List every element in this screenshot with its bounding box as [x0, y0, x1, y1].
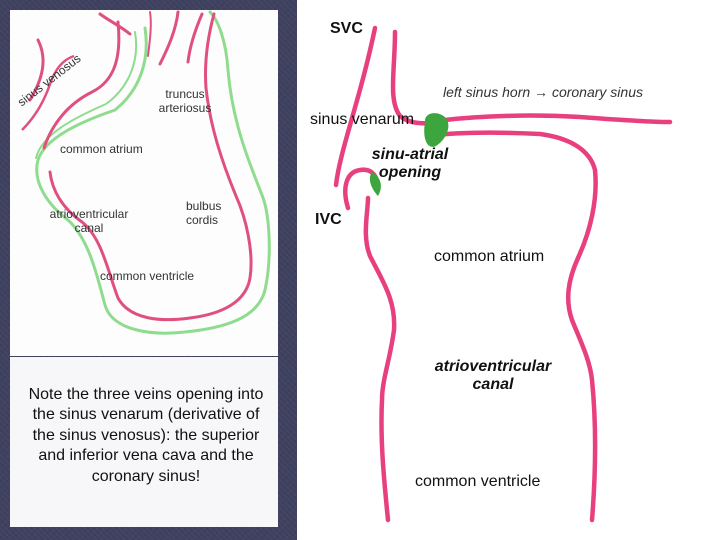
left-label-common-atrium: common atrium — [60, 142, 143, 156]
right-label-sinu-atrial-line2: opening — [378, 164, 442, 182]
left-diagram-panel — [10, 10, 278, 356]
right-label-av-line2: canal — [472, 376, 514, 394]
right-label-left-sinus-horn: left sinus horn → coronary sinus — [443, 84, 643, 100]
left-label-common-ventricle: common ventricle — [100, 269, 195, 283]
right-label-svc: SVC — [330, 20, 363, 37]
left-label-bulbus-cordis: bulbus cordis — [186, 199, 222, 228]
left-label-av-line1: atrioventricular — [49, 207, 129, 221]
right-label-ivc: IVC — [315, 211, 342, 228]
left-label-atrioventricular-canal: atrioventricular canal — [34, 207, 144, 236]
right-label-sinu-atrial-line1: sinu-atrial — [371, 146, 449, 163]
left-label-av-line2: canal — [74, 220, 104, 235]
left-label-truncus-line1: truncus — [165, 87, 205, 101]
note-text: Note the three veins opening into the si… — [28, 386, 264, 485]
right-label-common-atrium: common atrium — [434, 248, 545, 265]
left-label-bulbus-line1: bulbus — [186, 199, 222, 213]
right-label-common-ventricle: common ventricle — [415, 473, 541, 490]
right-label-sinus-venarum: sinus venarum — [310, 111, 415, 128]
left-label-bulbus-line2: cordis — [186, 212, 219, 227]
left-label-truncus-arteriosus: truncus arteriosus — [150, 87, 220, 116]
right-diagram-panel — [297, 0, 720, 540]
right-label-av-line1: atrioventricular — [434, 358, 552, 375]
note-box — [10, 357, 278, 527]
right-label-sinu-atrial-opening: sinu-atrial opening — [360, 146, 460, 183]
right-label-atrioventricular-canal: atrioventricular canal — [423, 358, 563, 395]
left-label-truncus-line2: arteriosus — [158, 100, 212, 115]
